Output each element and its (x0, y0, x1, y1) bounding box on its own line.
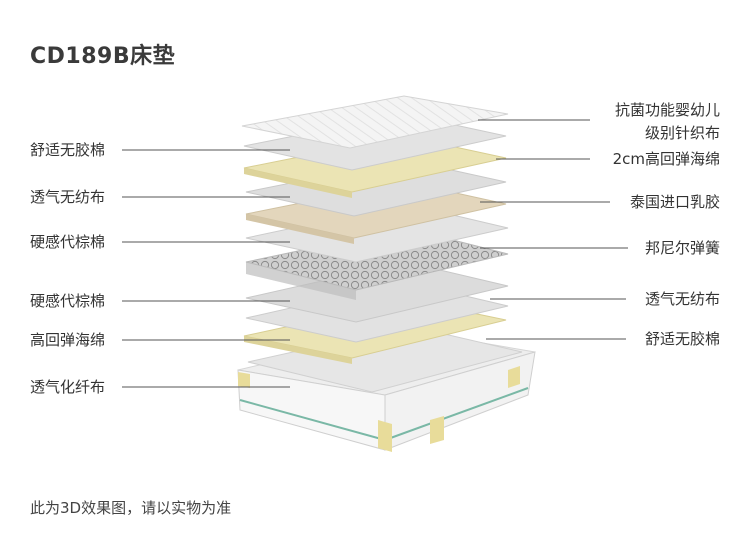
right-label-bonnell-spring: 邦尼尔弹簧 (644, 239, 720, 257)
layer-knit-fabric-top (241, 95, 509, 149)
right-leader-lines (478, 119, 628, 340)
right-label-comfort-foam: 舒适无胶棉 (644, 330, 720, 348)
left-label-hard-palm-cotton-2: 硬感代棕棉 (30, 292, 106, 310)
right-label-2cm-foam: 2cm高回弹海绵 (612, 150, 720, 168)
right-label-knit-fabric-line2: 级别针织布 (644, 124, 720, 142)
left-leader-lines (122, 149, 290, 388)
left-label-hard-palm-cotton-1: 硬感代棕棉 (30, 233, 106, 251)
right-label-knit-fabric-line1: 抗菌功能婴幼儿 (614, 101, 720, 119)
left-label-breathable-fiber-fabric: 透气化纤布 (30, 378, 106, 396)
page-title: CD189B床垫 (30, 44, 176, 69)
right-label-breathable-nonwoven: 透气无纺布 (644, 290, 720, 308)
disclaimer-note: 此为3D效果图，请以实物为准 (30, 499, 232, 517)
left-label-breathable-nonwoven: 透气无纺布 (30, 188, 106, 206)
left-label-comfort-foam: 舒适无胶棉 (30, 141, 106, 159)
right-label-thai-latex: 泰国进口乳胶 (629, 193, 720, 211)
left-label-high-resilience-foam: 高回弹海绵 (30, 331, 106, 349)
